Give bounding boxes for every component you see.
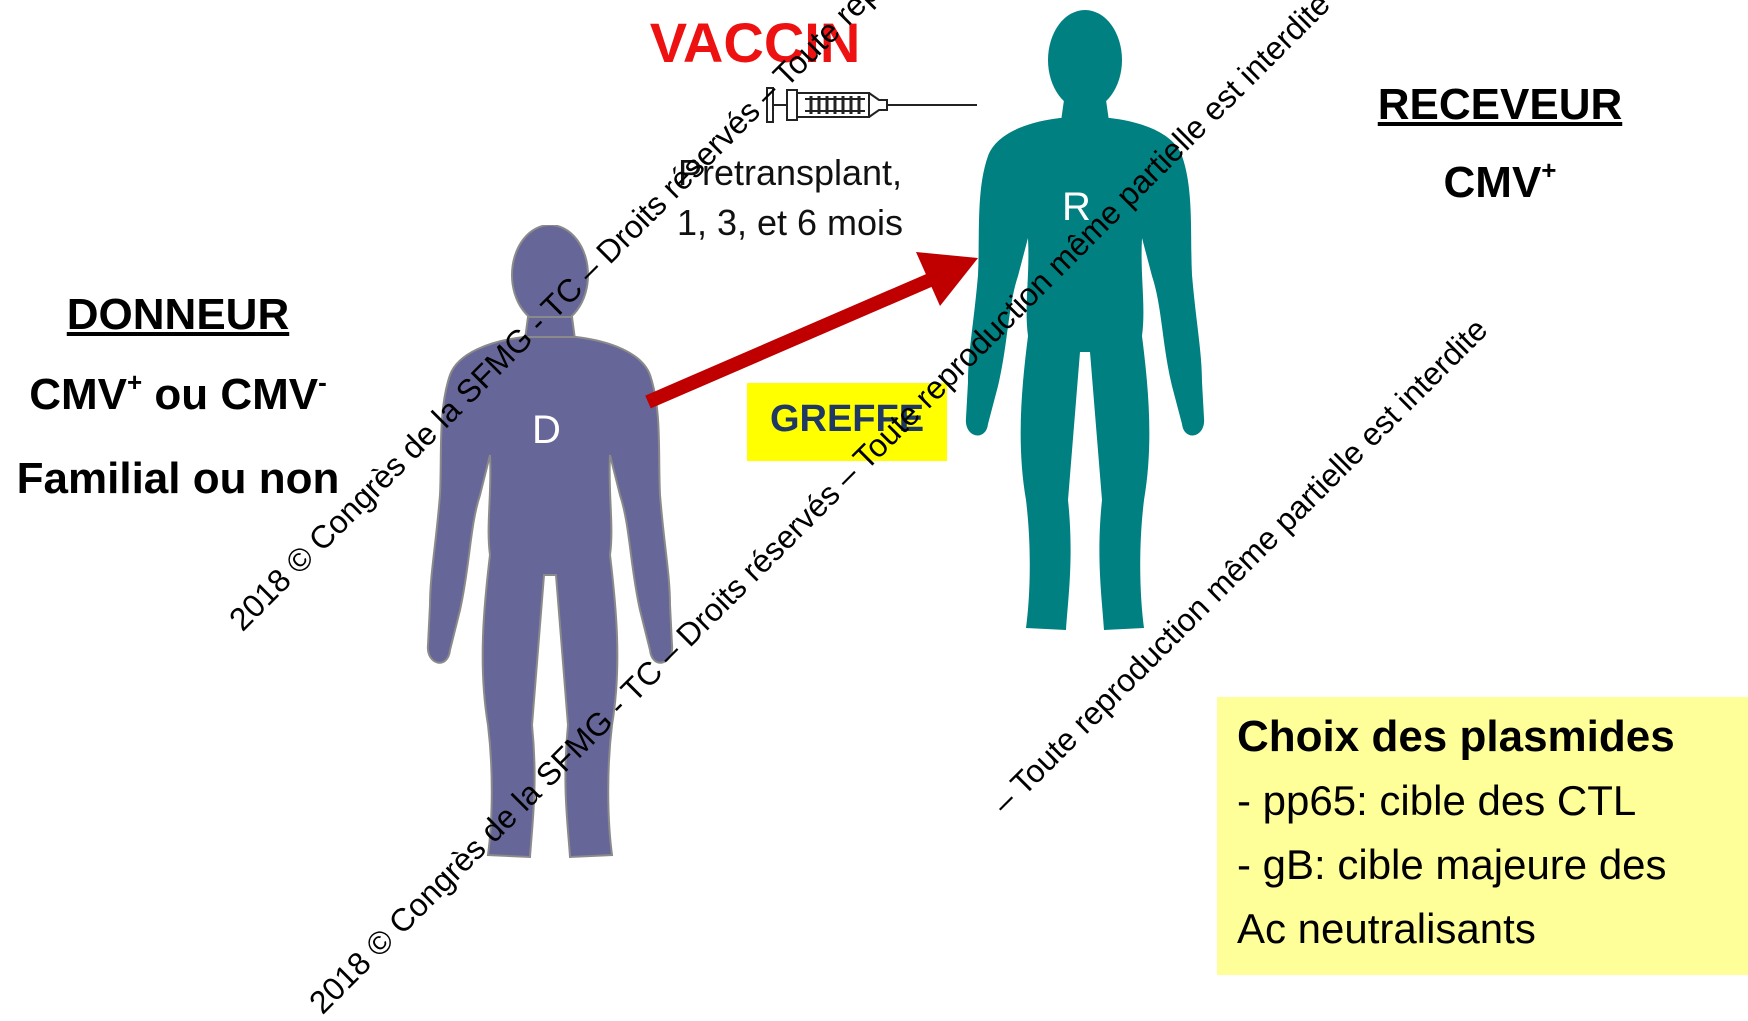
recipient-title: RECEVEUR [1340, 80, 1660, 130]
donor-cmv-plus: + [127, 367, 142, 397]
donor-cmv-minus: - [318, 367, 327, 397]
plasmid-title: Choix des plasmides [1237, 712, 1675, 762]
donor-title: DONNEUR [0, 290, 356, 340]
donor-cmv-connector: ou CMV [142, 370, 318, 419]
recipient-cmv-main: CMV [1444, 158, 1542, 207]
plasmid-item: - gB: cible majeure des [1237, 841, 1667, 889]
plasmid-item: - pp65: cible des CTL [1237, 777, 1636, 825]
recipient-cmv-plus: + [1541, 155, 1556, 185]
donor-cmv-main: CMV [29, 370, 127, 419]
donor-relation: Familial ou non [0, 454, 356, 504]
plasmid-item: Ac neutralisants [1237, 905, 1536, 953]
vaccine-schedule-line2: 1, 3, et 6 mois [640, 198, 940, 248]
donor-cmv-status: CMV+ ou CMV- [0, 370, 356, 420]
recipient-cmv-status: CMV+ [1340, 158, 1660, 208]
